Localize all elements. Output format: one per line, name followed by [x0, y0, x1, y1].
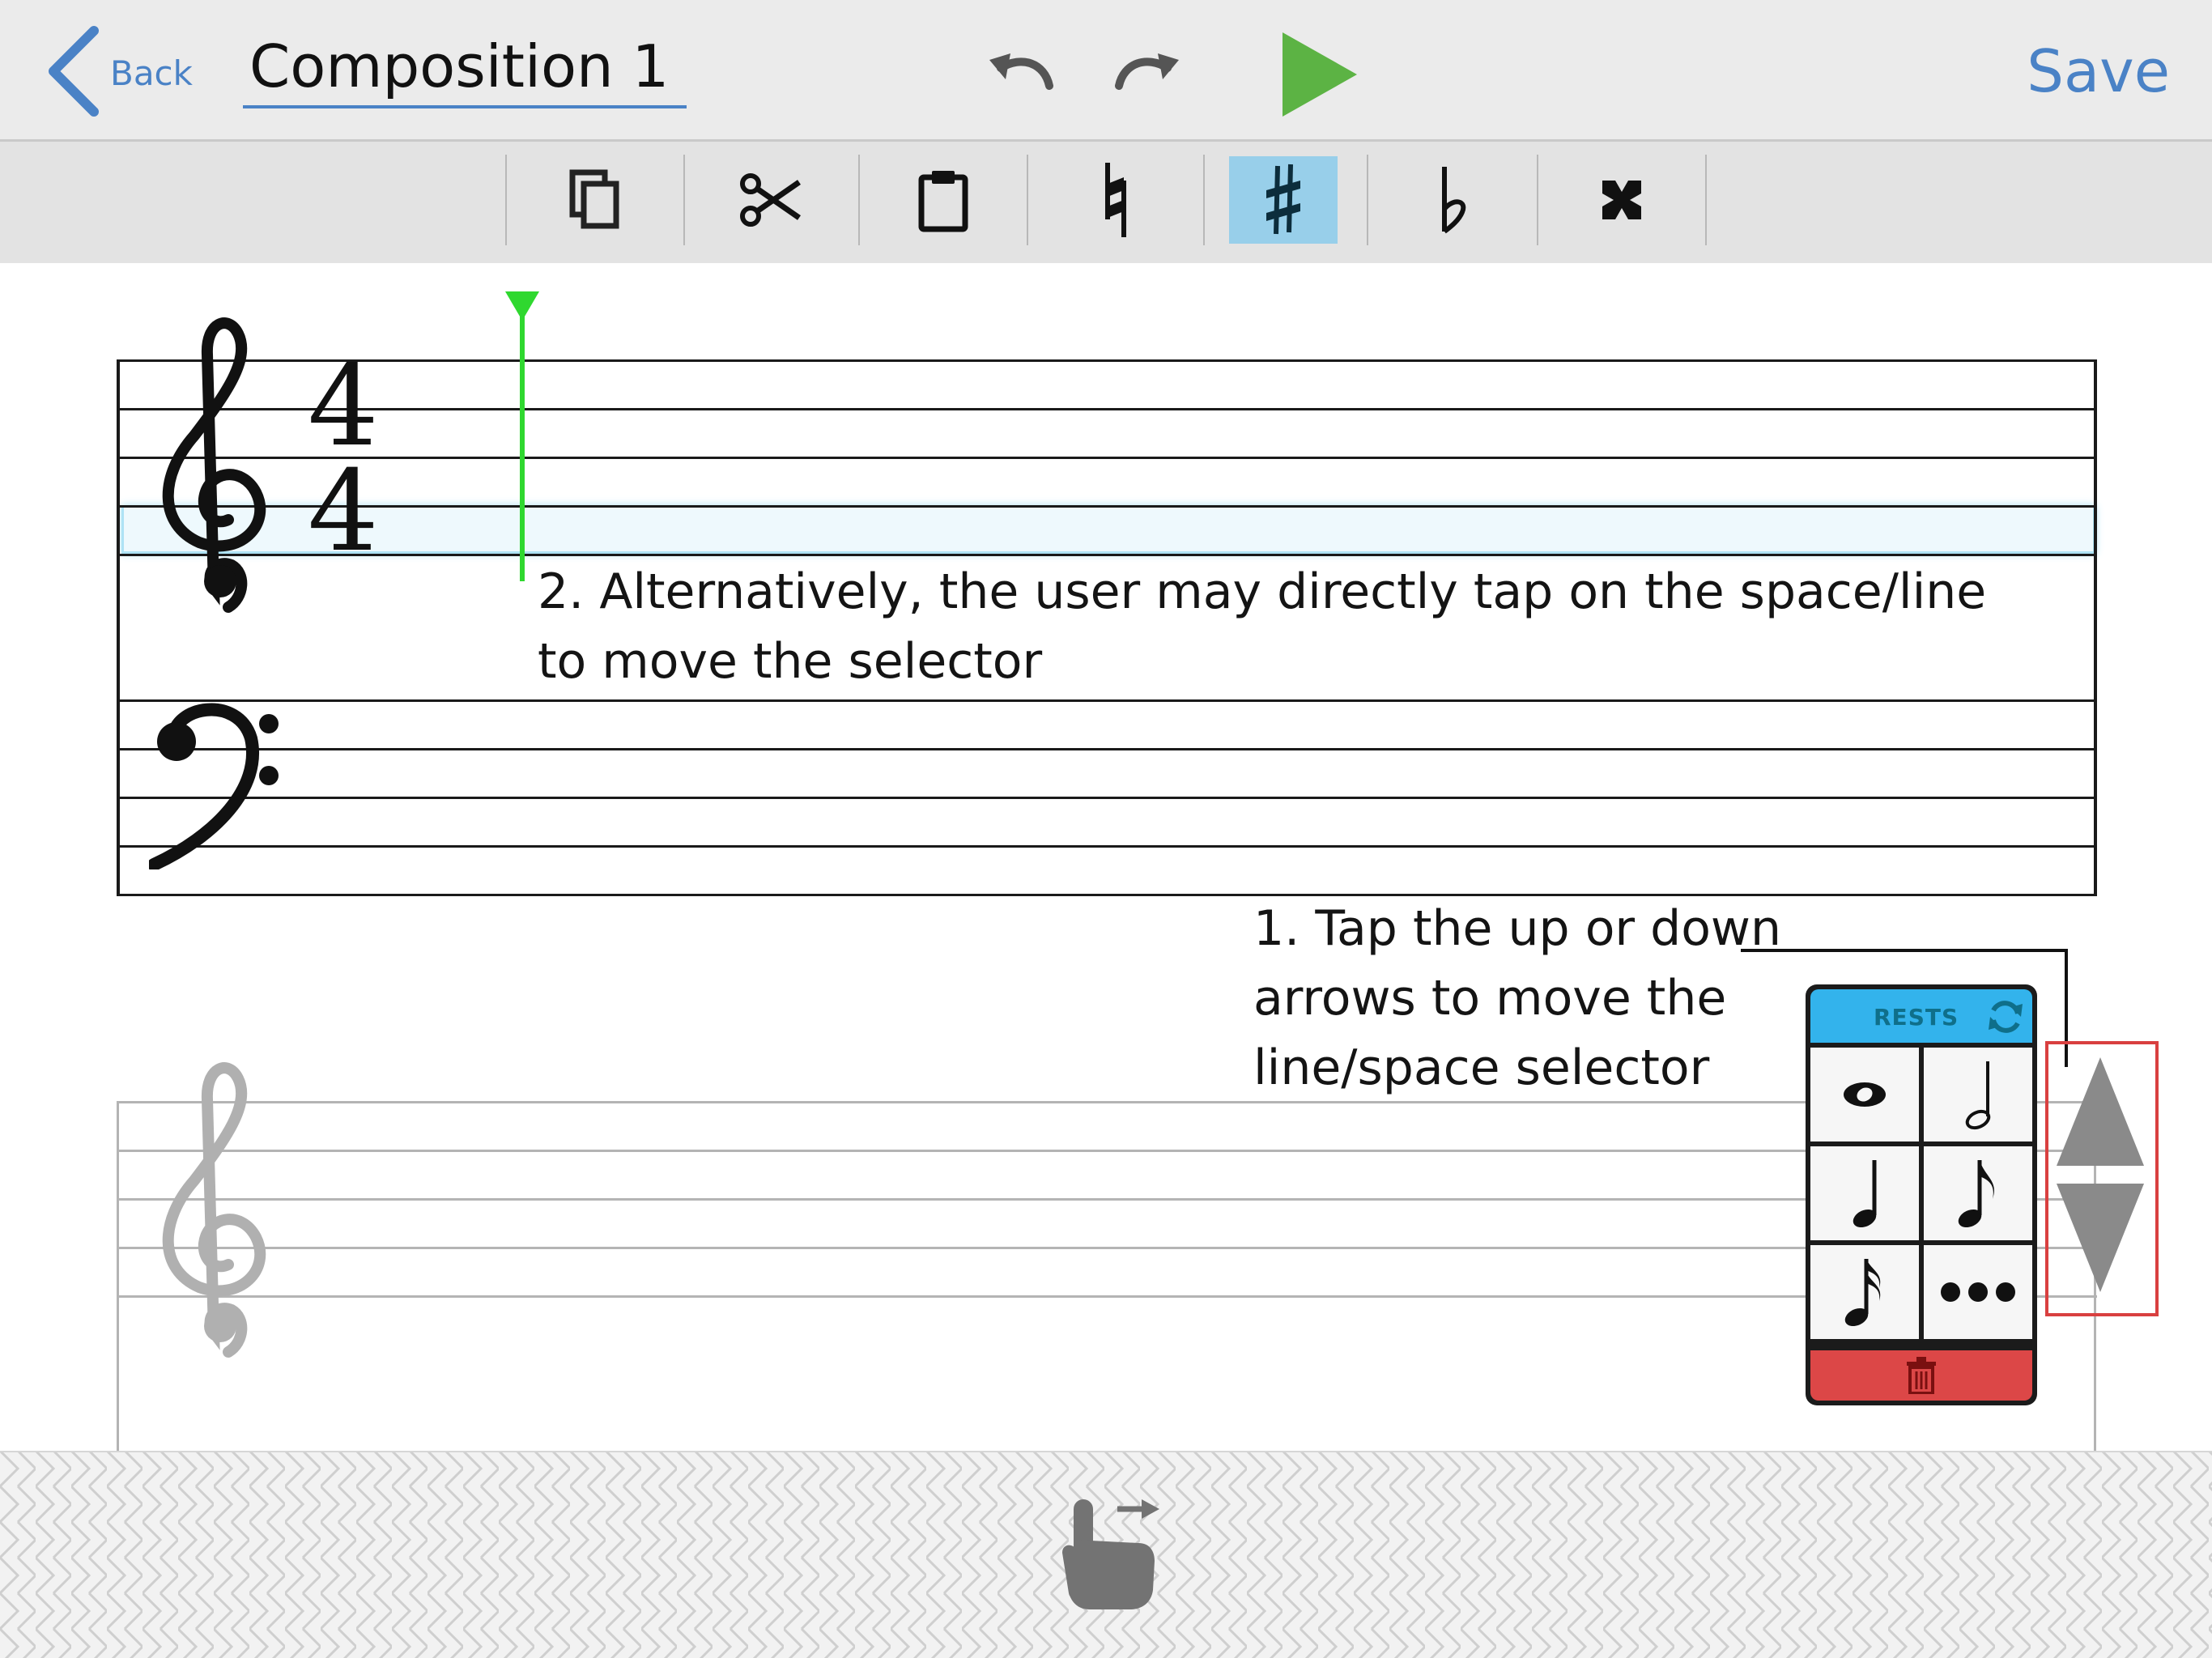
paste-button[interactable]: [860, 156, 1027, 244]
staff-line[interactable]: [118, 408, 2097, 410]
quarter-note-button[interactable]: [1810, 1146, 1919, 1240]
toolbar-divider: [683, 155, 685, 245]
back-button[interactable]: Back: [45, 26, 199, 117]
cut-icon: [740, 173, 801, 227]
back-label: Back: [110, 53, 193, 93]
sixteenth-note-button[interactable]: [1810, 1245, 1919, 1339]
note-palette: RESTS: [1806, 984, 2037, 1405]
paste-icon: [918, 171, 968, 232]
chevron-left-icon: [49, 26, 99, 117]
end-barline: [2094, 359, 2097, 896]
staff-line[interactable]: [118, 554, 2097, 556]
next-staff-line: [118, 1295, 2097, 1298]
eighth-note-button[interactable]: [1924, 1146, 2032, 1240]
copy-icon: [569, 169, 619, 229]
sharp-button[interactable]: [1229, 156, 1338, 244]
refresh-icon[interactable]: [1987, 999, 2024, 1035]
staff-line[interactable]: [118, 359, 2097, 362]
staff-line[interactable]: [118, 845, 2097, 848]
annotation-step-2: 2. Alternatively, the user may directly …: [538, 557, 2076, 696]
top-navigation-bar: Back Composition 1 Save: [0, 0, 2212, 142]
line-space-selector-highlight: [2045, 1041, 2159, 1316]
edit-toolbar: [0, 142, 2212, 263]
redo-icon: [1115, 53, 1179, 90]
quarter-note-icon: [1853, 1160, 1877, 1228]
sharp-icon: [1266, 164, 1300, 235]
natural-icon: [1105, 163, 1126, 237]
whole-note-button[interactable]: [1810, 1048, 1919, 1141]
next-start-barline: [117, 1101, 119, 1451]
undo-icon: [989, 53, 1053, 90]
sixteenth-note-icon: [1844, 1259, 1881, 1327]
eighth-note-icon: [1958, 1160, 1995, 1228]
delete-button[interactable]: [1810, 1350, 2032, 1401]
toolbar-divider: [1367, 155, 1368, 245]
playback-cursor[interactable]: [504, 290, 541, 583]
toolbar-divider: [1537, 155, 1538, 245]
annotation-text: to move the selector: [538, 633, 1043, 690]
treble-clef-icon: [162, 317, 266, 613]
double-sharp-icon: [1602, 181, 1641, 219]
next-staff-line: [118, 1247, 2097, 1249]
time-signature-bottom: 4: [308, 446, 379, 576]
play-button[interactable]: [1279, 29, 1360, 120]
more-options-button[interactable]: [1924, 1245, 2032, 1339]
annotation-leader-line: [1741, 949, 2068, 1067]
trash-icon: [1907, 1357, 1936, 1394]
palette-mode-label[interactable]: RESTS: [1874, 1004, 1959, 1031]
copy-button[interactable]: [507, 156, 683, 244]
more-icon: [1941, 1282, 2015, 1302]
flat-icon: [1442, 167, 1466, 234]
play-icon: [1283, 32, 1357, 117]
save-button[interactable]: Save: [2027, 37, 2170, 105]
staff-line[interactable]: [118, 894, 2097, 896]
staff-line[interactable]: [118, 797, 2097, 799]
flat-button[interactable]: [1368, 156, 1537, 244]
annotation-text: 2. Alternatively, the user may directly …: [538, 563, 1987, 620]
treble-clef-icon: [162, 1062, 266, 1358]
toolbar-divider: [1705, 155, 1707, 245]
selected-space-highlight[interactable]: [121, 505, 2095, 554]
composition-title-field[interactable]: Composition 1: [243, 31, 687, 108]
toolbar-divider: [858, 155, 860, 245]
bass-clef-icon: [149, 703, 279, 869]
toolbar-divider: [505, 155, 507, 245]
toolbar-divider: [1027, 155, 1028, 245]
palette-header: RESTS: [1810, 989, 2032, 1043]
annotation-text: line/space selector: [1253, 1039, 1710, 1096]
selector-down-arrow-icon[interactable]: [2055, 1184, 2146, 1294]
staff-line[interactable]: [118, 748, 2097, 750]
whole-note-icon: [1844, 1082, 1886, 1107]
half-note-icon: [1965, 1061, 1991, 1130]
natural-button[interactable]: [1028, 156, 1203, 244]
next-staff-line: [118, 1101, 2097, 1103]
double-sharp-button[interactable]: [1538, 156, 1705, 244]
start-barline: [117, 359, 120, 896]
staff-line[interactable]: [118, 457, 2097, 459]
next-staff-line: [118, 1198, 2097, 1201]
half-note-button[interactable]: [1924, 1048, 2032, 1141]
staff-line[interactable]: [118, 699, 2097, 702]
annotation-text: 1. Tap the up or down: [1253, 900, 1782, 957]
undo-button[interactable]: [985, 39, 1057, 104]
toolbar-divider: [1203, 155, 1205, 245]
selector-up-arrow-icon[interactable]: [2055, 1056, 2146, 1166]
cut-button[interactable]: [685, 156, 858, 244]
time-signature-top: 4: [308, 341, 379, 471]
staff-line[interactable]: [118, 505, 2097, 508]
annotation-text: arrows to move the: [1253, 970, 1727, 1027]
next-staff-line: [118, 1150, 2097, 1152]
swipe-hand-icon: [1062, 1499, 1159, 1609]
redo-button[interactable]: [1111, 39, 1184, 104]
swipe-area[interactable]: [0, 1451, 2212, 1658]
annotation-step-1: 1. Tap the up or down arrows to move the…: [1253, 894, 1820, 1103]
